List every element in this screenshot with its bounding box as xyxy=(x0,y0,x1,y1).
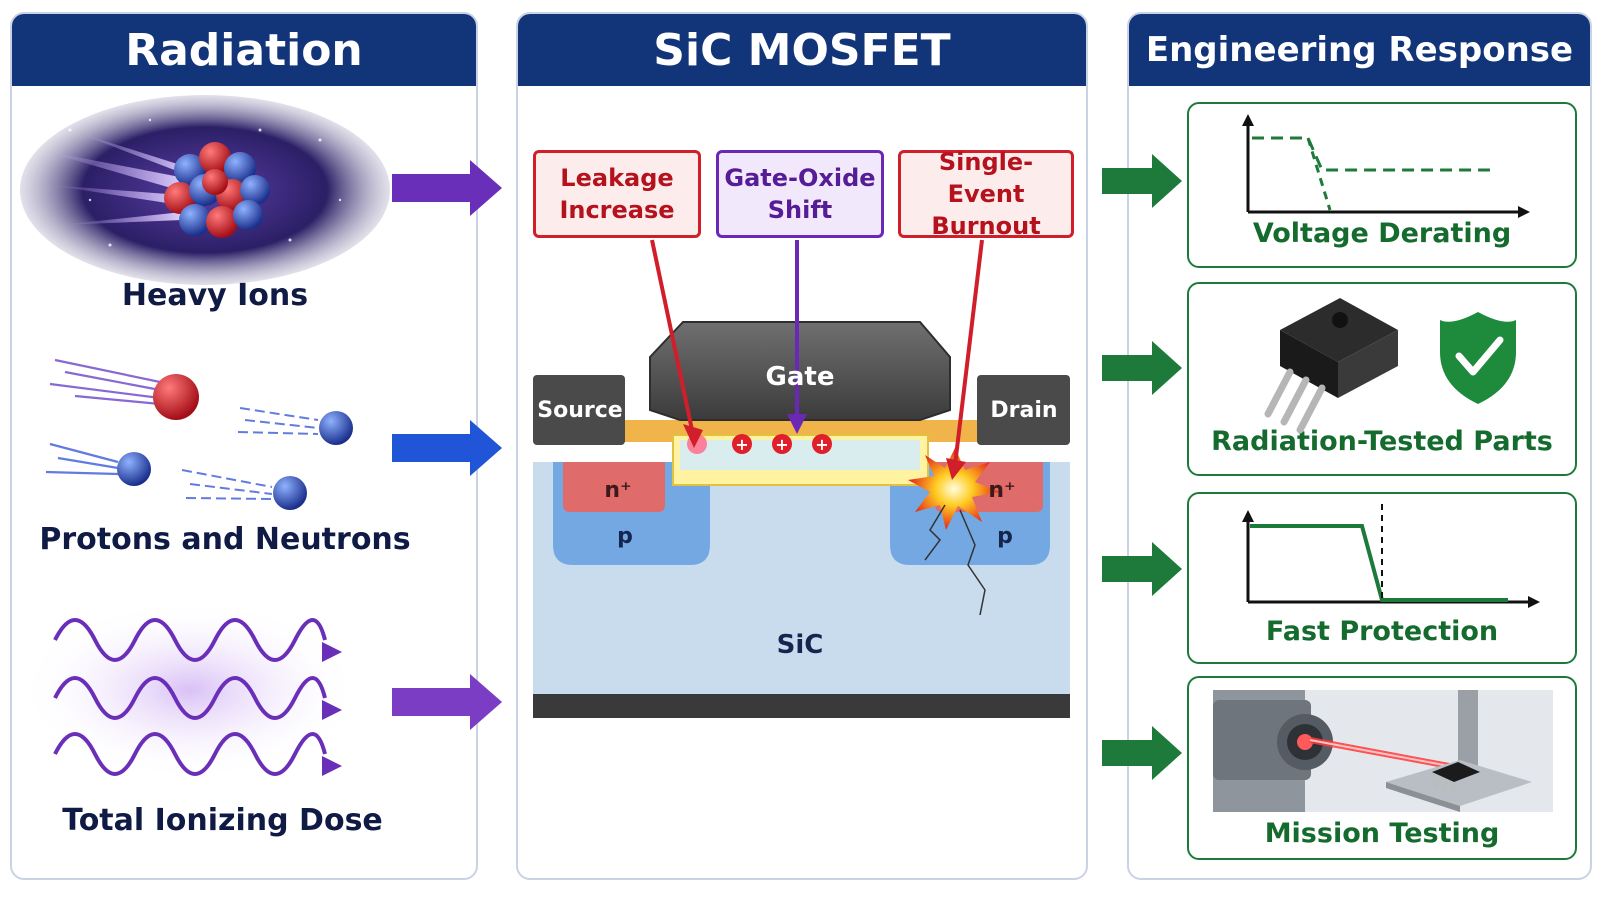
arrow-right-icon xyxy=(1102,542,1182,596)
to-package-chip-icon xyxy=(1264,298,1398,434)
radiation-tested-parts-card: Radiation-Tested Parts xyxy=(1187,282,1577,476)
arrow-right-icon xyxy=(1102,726,1182,780)
mosfet-panel-title: SiC MOSFET xyxy=(518,14,1086,86)
svg-text:+: + xyxy=(815,435,828,454)
radiation-tested-parts-label: Radiation-Tested Parts xyxy=(1211,426,1553,457)
protection-graph-icon xyxy=(1242,504,1540,608)
wave-icon xyxy=(20,600,360,780)
mission-testing-label: Mission Testing xyxy=(1264,818,1500,849)
svg-text:+: + xyxy=(775,435,788,454)
gate-label: Gate xyxy=(765,362,835,392)
radiation-panel-title: Radiation xyxy=(12,14,476,86)
drain-electrode xyxy=(977,375,1070,445)
voltage-derating-card: Voltage Derating xyxy=(1187,102,1577,268)
source-label: Source xyxy=(537,398,623,423)
particles-icon xyxy=(45,358,353,510)
n-plus-left-label: n⁺ xyxy=(604,478,632,503)
heavy-ions-label: Heavy Ions xyxy=(121,278,309,313)
source-electrode xyxy=(533,375,625,445)
arrow-right-icon xyxy=(1102,154,1182,208)
trapped-charge-icons: + + + xyxy=(687,434,832,454)
single-event-burnout-callout: Single-Event Burnout xyxy=(898,148,1074,240)
voltage-derating-label: Voltage Derating xyxy=(1252,218,1512,249)
n-plus-right-label: n⁺ xyxy=(988,478,1016,503)
total-ionizing-dose-label: Total Ionizing Dose xyxy=(62,803,383,838)
effect-pointer-arrows xyxy=(650,239,984,480)
p-left-label: p xyxy=(617,524,633,549)
shield-check-icon xyxy=(1440,312,1516,404)
response-arrows xyxy=(1102,154,1182,780)
gate-oxide-shift-callout: Gate-Oxide Shift xyxy=(716,150,884,238)
drain-metal-bottom xyxy=(533,694,1070,718)
gate-oxide xyxy=(533,420,1070,442)
engineering-panel-title: Engineering Response xyxy=(1129,14,1590,86)
leakage-increase-callout: Leakage Increase xyxy=(533,150,701,238)
fast-protection-label: Fast Protection xyxy=(1265,616,1499,647)
arrow-right-icon xyxy=(392,420,502,476)
svg-text:+: + xyxy=(735,435,748,454)
laser-test-icon xyxy=(1213,690,1553,812)
arrow-right-icon xyxy=(1102,341,1182,395)
chip-shield-icon xyxy=(1264,298,1516,434)
burnout-burst-icon xyxy=(908,448,1000,616)
arrow-right-icon xyxy=(392,674,502,730)
drain-label: Drain xyxy=(990,398,1058,423)
protons-neutrons-label: Protons and Neutrons xyxy=(39,522,411,557)
n-plus-left xyxy=(563,462,665,512)
sic-substrate-label: SiC xyxy=(776,630,824,660)
heavy-ion-nucleus-icon xyxy=(20,95,390,285)
gate-electrode xyxy=(649,321,951,421)
arrow-right-icon xyxy=(392,160,502,216)
radiation-arrows xyxy=(392,160,502,730)
derating-graph-icon xyxy=(1242,114,1530,218)
p-right-label: p xyxy=(997,524,1013,549)
